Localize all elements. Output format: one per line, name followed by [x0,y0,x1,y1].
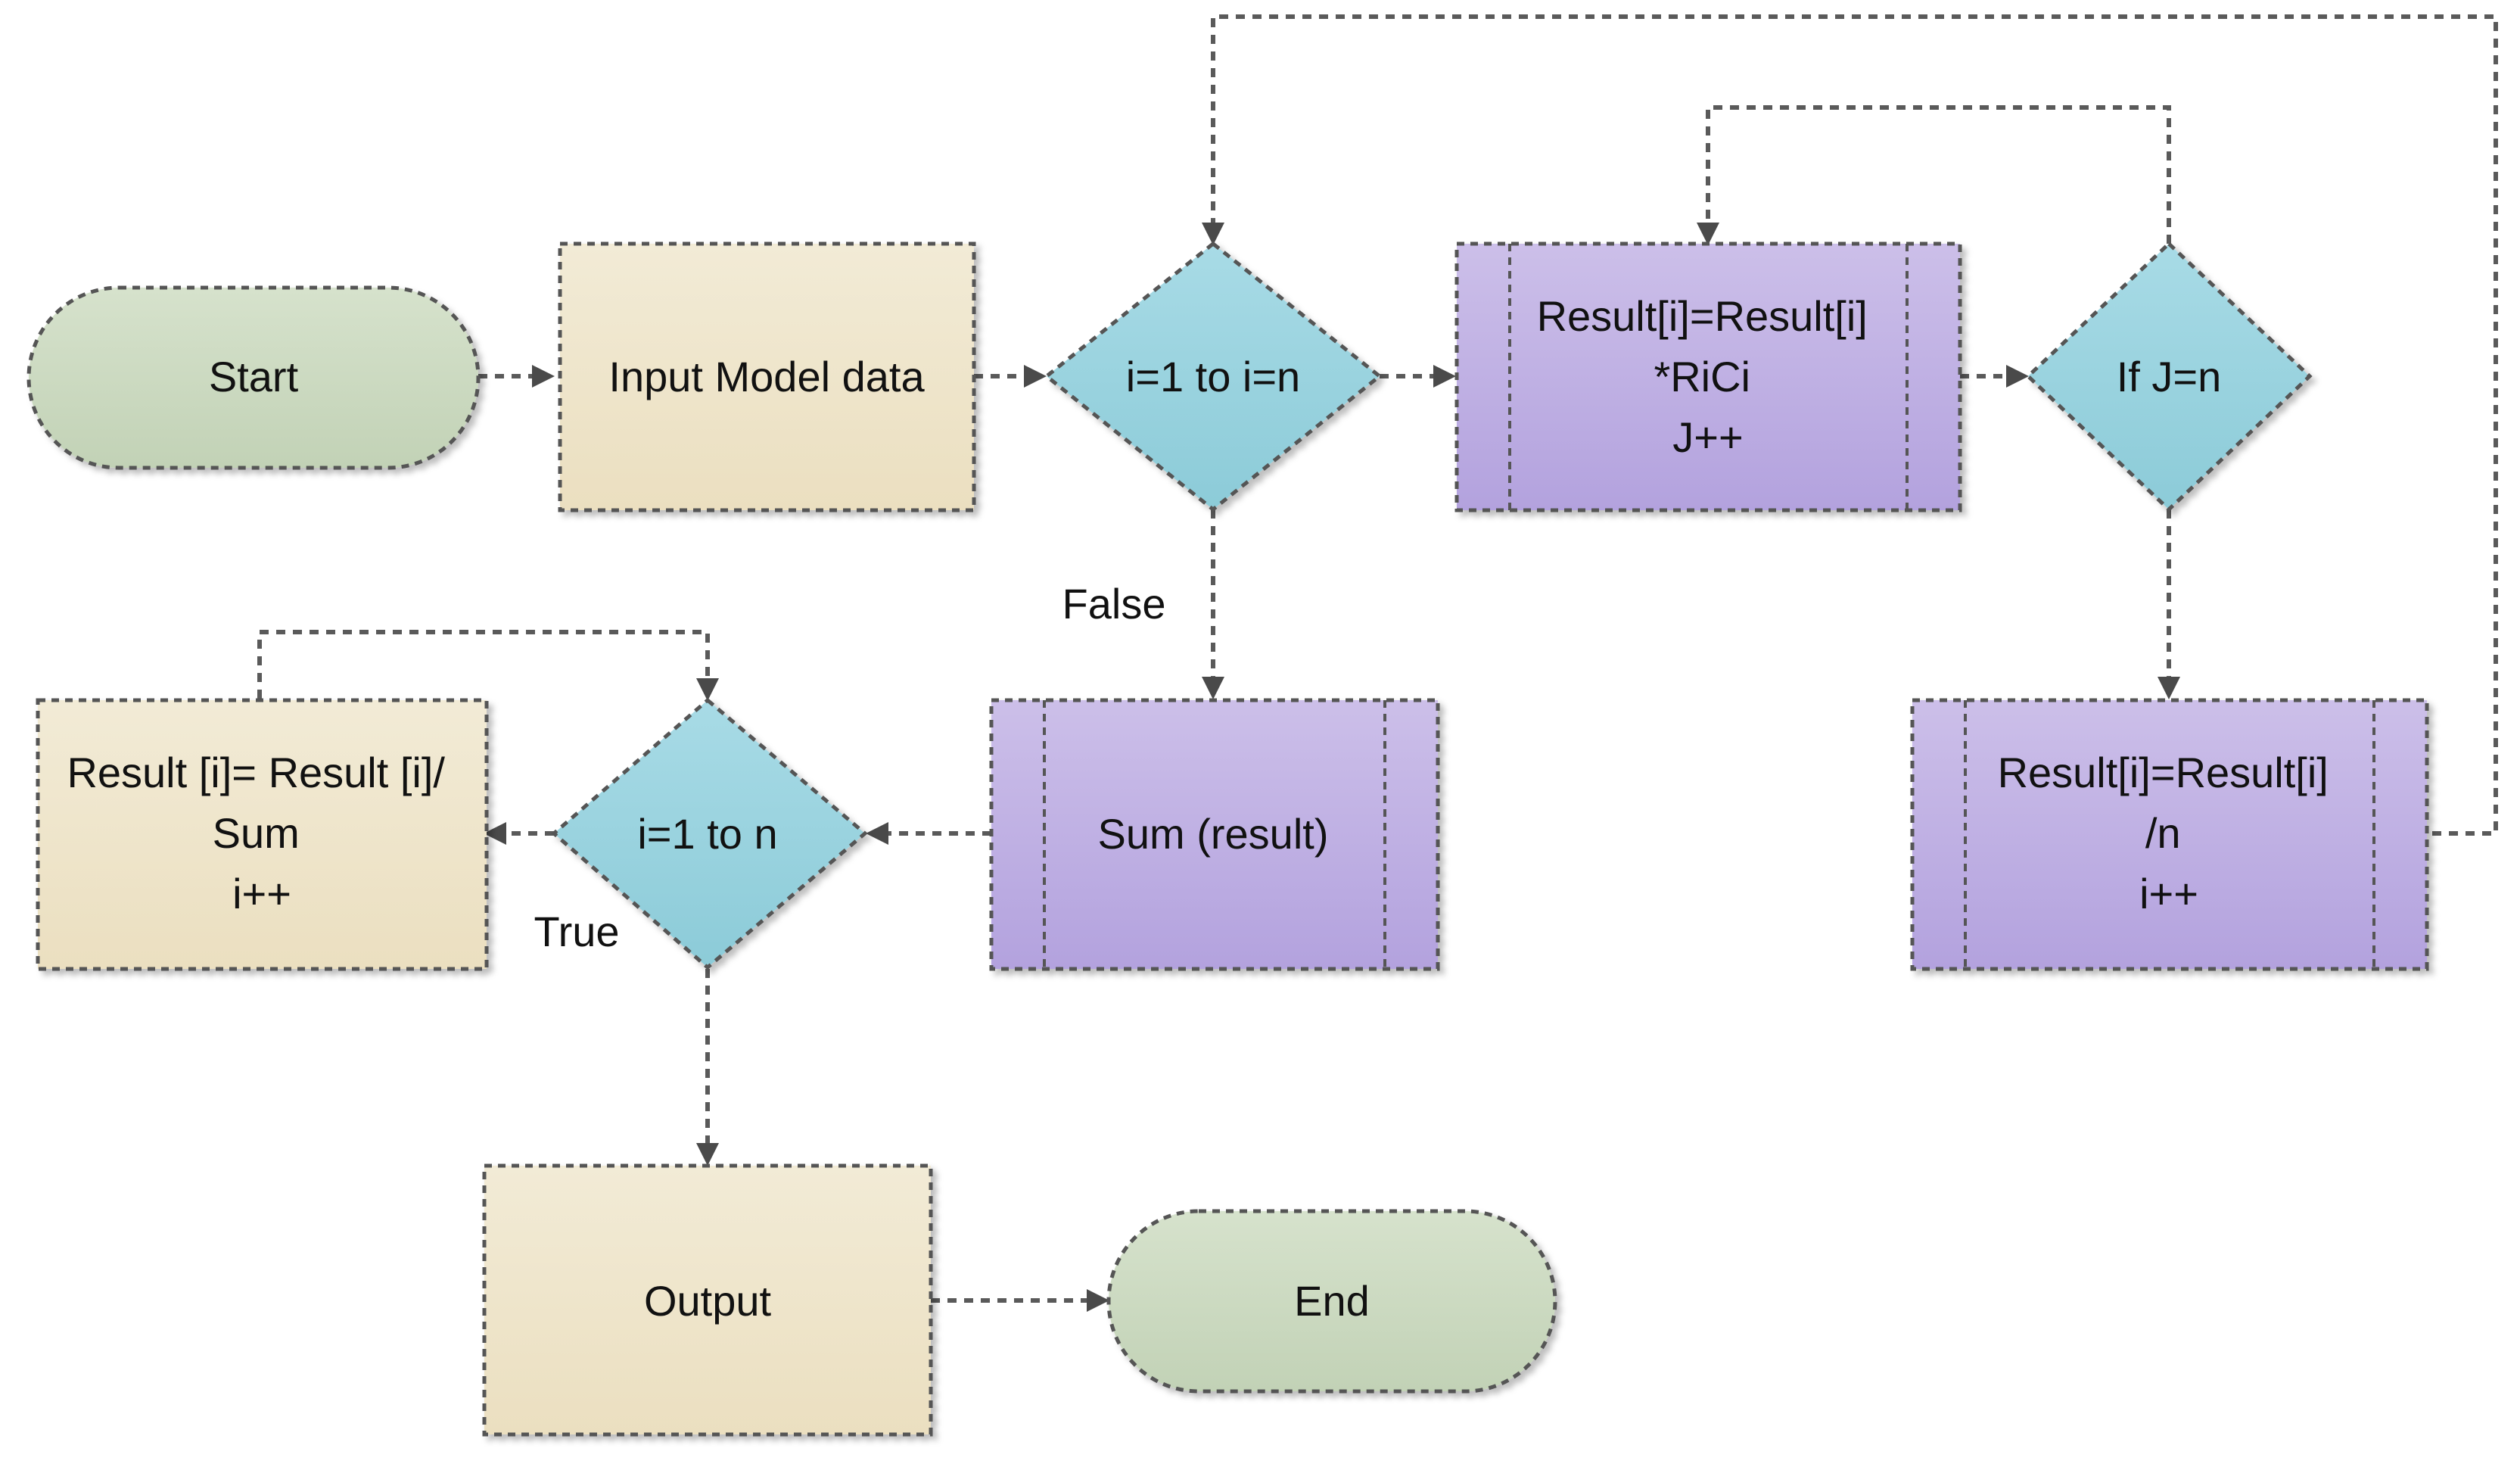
loop2-decision: i=1 to n [551,697,868,970]
loop1-label: i=1 to i=n [1126,353,1300,400]
edge-divide-n-loop-back-to-loop1 [1202,14,2498,836]
product-label: Result[i]=Result[i] *RiCi J++ [1537,292,1880,461]
normalize-process: Result [i]= Result [i]/ Sum i++ [36,698,489,971]
normalize-label: Result [i]= Result [i]/ Sum i++ [67,749,456,917]
end-terminal: End [1106,1209,1557,1394]
end-label: End [1294,1277,1370,1325]
start-terminal: Start [26,285,481,470]
false-edge-label: False [1062,580,1166,628]
start-label: Start [209,353,299,400]
sum-label: Sum (result) [1098,810,1329,858]
edge-normalize-loop-back-to-loop2 [257,630,719,701]
input-model-data-process: Input Model data [558,241,976,512]
divide-n-label: Result[i]=Result[i] /n i++ [1998,749,2341,917]
loop1-decision: i=1 to i=n [1043,241,1383,512]
output-process: Output [482,1163,933,1437]
sum-subprocess: Sum (result) [989,698,1440,971]
edges [257,14,2498,1312]
product-subprocess: Result[i]=Result[i] *RiCi J++ [1454,241,1962,512]
true-edge-label: True [534,908,619,955]
output-label: Output [644,1277,772,1325]
check-j-label: If J=n [2117,353,2222,400]
divide-n-subprocess: Result[i]=Result[i] /n i++ [1910,698,2429,971]
check-j-decision: If J=n [2025,241,2313,512]
loop2-label: i=1 to n [637,810,777,858]
edge-check-j-loop-back-to-product [1697,105,2171,245]
input-model-data-label: Input Model data [608,353,925,400]
